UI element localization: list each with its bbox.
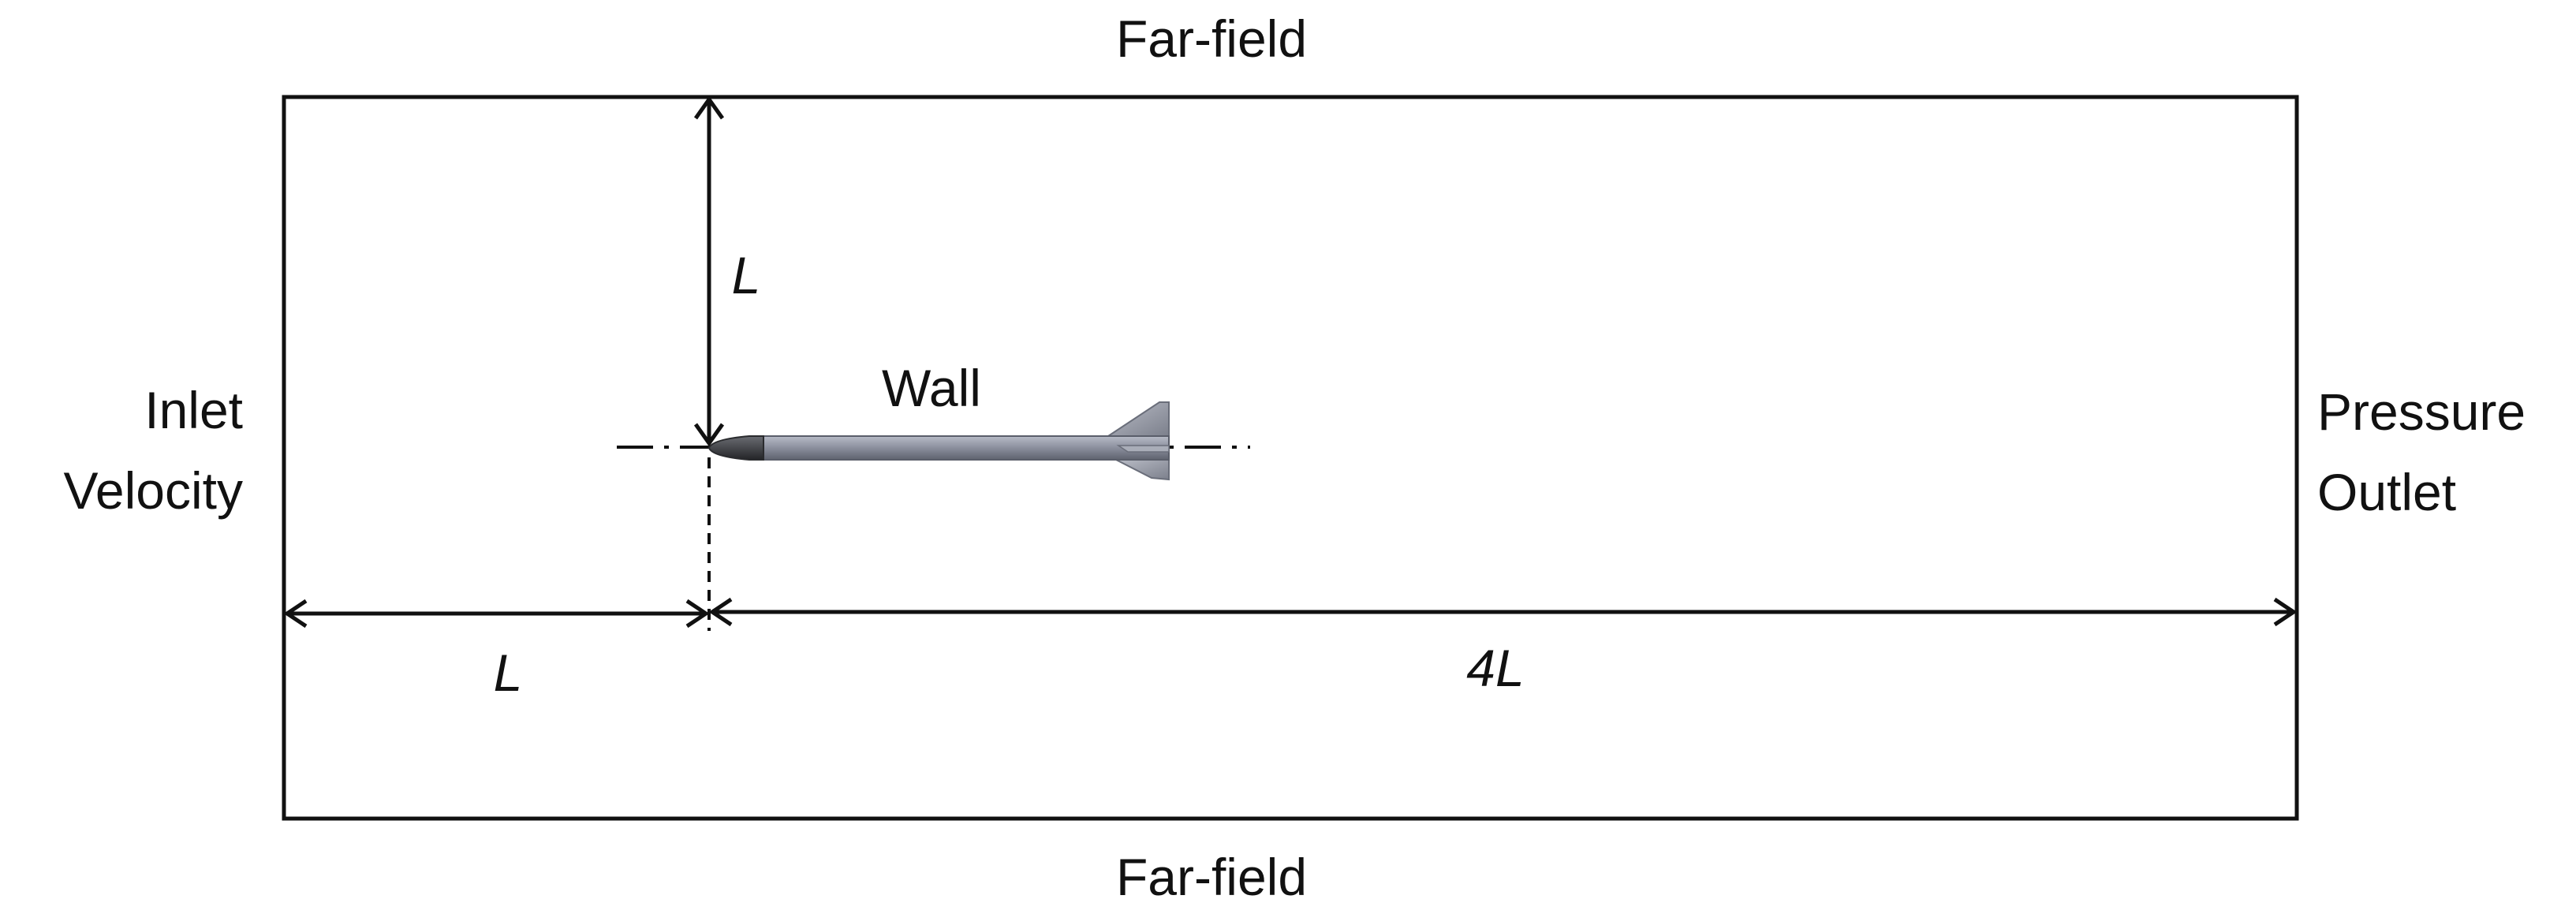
dimension-vertical	[693, 95, 725, 447]
rocket-tail-fin-lower	[1115, 459, 1170, 481]
rocket-side-fin	[1116, 445, 1170, 453]
rocket-nose	[707, 435, 764, 461]
dimension-downstream-label: 4L	[1466, 639, 1524, 697]
dimension-downstream	[708, 597, 2298, 627]
dimension-upstream	[283, 599, 710, 629]
inlet-label-line1: Inlet	[144, 381, 243, 439]
domain-boundary	[282, 95, 2299, 821]
rocket-body	[763, 435, 1170, 461]
inlet-label-line2: Velocity	[64, 461, 243, 520]
wall-label: Wall	[882, 359, 981, 417]
dimension-vertical-label: L	[732, 246, 761, 304]
rocket-model	[707, 401, 1170, 481]
dimension-upstream-label: L	[494, 644, 523, 702]
outlet-label-line1: Pressure	[2317, 382, 2526, 441]
far-field-bottom-label: Far-field	[1116, 848, 1307, 906]
outlet-label-line2: Outlet	[2317, 463, 2456, 521]
rocket-tail-fin-upper	[1105, 401, 1170, 437]
far-field-top-label: Far-field	[1116, 9, 1307, 68]
